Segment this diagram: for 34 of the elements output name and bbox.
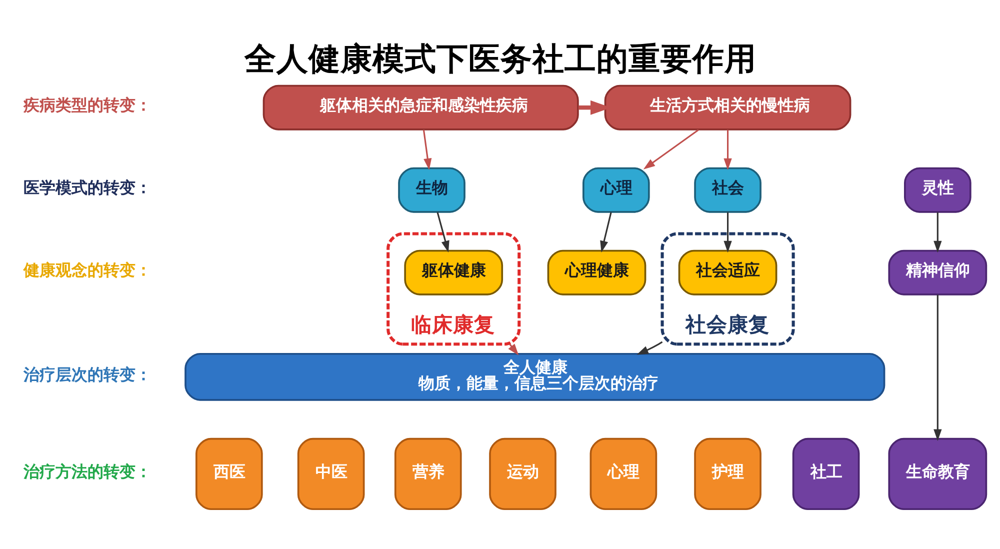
diagram-title: 全人健康模式下医务社工的重要作用: [244, 41, 757, 78]
node-box: 生活方式相关的慢性病: [604, 84, 852, 130]
node-box: 心理健康: [547, 249, 646, 295]
label: 健康观念的转变：: [24, 260, 152, 279]
node-box: 全人健康 物质，能量，信息三个层次的治疗: [184, 352, 886, 400]
node-box: 护理: [694, 437, 762, 510]
arrow: [636, 340, 663, 354]
arrow: [422, 129, 432, 170]
label: 治疗层次的转变：: [24, 364, 152, 384]
node-box: 社会适应: [678, 249, 778, 295]
node-box: 社会: [694, 166, 762, 212]
node-box: 中医: [297, 437, 365, 510]
arrow: [934, 212, 942, 252]
node-box: 灵性: [904, 166, 972, 212]
node-box: 精神信仰: [888, 249, 988, 295]
node-box: 生命教育: [888, 437, 988, 510]
node-box: 心理: [582, 166, 650, 212]
node-box: 西医: [195, 437, 263, 510]
node-box: 社工: [792, 437, 860, 510]
label: 疾病类型的转变：: [24, 94, 152, 114]
arrow: [934, 294, 942, 440]
arrow: [600, 212, 612, 252]
node-box: 运动: [489, 437, 556, 510]
node-box: 躯体相关的急症和感染性疾病: [262, 84, 579, 130]
label: 治疗方法的转变：: [24, 461, 152, 480]
label: 医学模式的转变：: [24, 177, 152, 196]
arrow: [643, 128, 699, 169]
node-box: 心理: [590, 437, 658, 510]
node-box: 营养: [394, 437, 462, 510]
arrow: [724, 129, 732, 170]
node-box: 生物: [398, 166, 466, 212]
arrow: [724, 212, 732, 252]
node-box: 躯体健康: [404, 249, 504, 295]
arrow: [436, 212, 450, 252]
